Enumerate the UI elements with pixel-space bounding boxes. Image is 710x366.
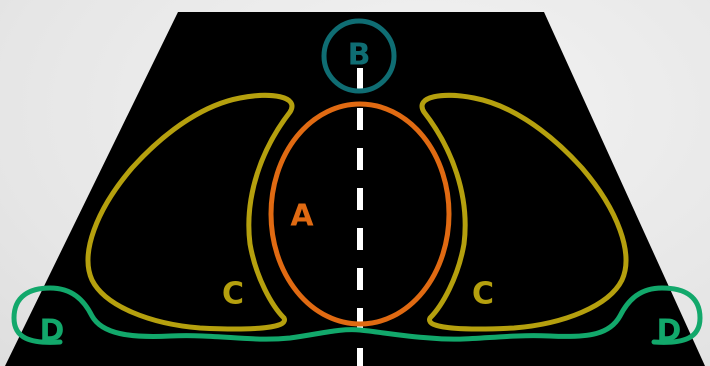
region-a-outline — [268, 101, 452, 327]
label-d-right: D — [657, 314, 682, 349]
label-c-left: C — [222, 277, 244, 312]
region-d-outline — [11, 285, 703, 345]
label-b: B — [348, 38, 371, 73]
imaging-field — [5, 12, 705, 366]
label-a: A — [290, 199, 314, 234]
region-b-outline — [321, 18, 397, 94]
region-c-left-outline — [85, 92, 295, 332]
label-d-left: D — [40, 314, 65, 349]
region-c-right-outline — [419, 92, 629, 332]
label-c-right: C — [472, 277, 494, 312]
